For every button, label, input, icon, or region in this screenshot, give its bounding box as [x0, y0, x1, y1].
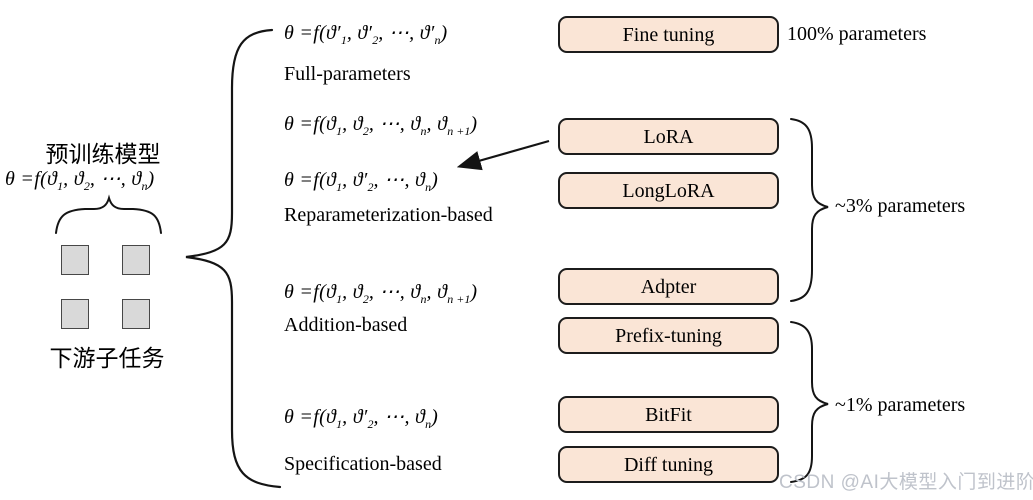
- downstream-tasks-label: 下游子任务: [49, 346, 165, 371]
- addition-formula: θ =f(ϑ1, ϑ2, ⋯, ϑn, ϑn +1): [284, 281, 478, 306]
- lora-to-formula-arrow: [456, 139, 550, 171]
- method-box-lora: LoRA: [558, 118, 779, 155]
- reparameterization-label: Reparameterization-based: [284, 204, 493, 226]
- pretrained-model-formula: θ =f(ϑ1, ϑ2, ⋯, ϑn): [5, 168, 155, 193]
- three-pct-annotation: ~3% parameters: [835, 195, 966, 217]
- pretrained-model-title: 预训练模型: [45, 142, 161, 167]
- reparameterization-formula-1: θ =f(ϑ1, ϑ2, ⋯, ϑn, ϑn +1): [284, 113, 478, 138]
- method-box-prefix-tuning: Prefix-tuning: [558, 317, 779, 354]
- big-category-brace: [185, 28, 282, 489]
- model-param-square: [61, 299, 89, 329]
- method-box-diff-tuning: Diff tuning: [558, 446, 779, 483]
- method-box-fine-tuning: Fine tuning: [558, 16, 779, 53]
- params-over-brace: [55, 194, 162, 234]
- full-parameters-formula: θ =f(ϑ′1, ϑ′2, ⋯, ϑ′n): [284, 22, 448, 47]
- full-parameters-label: Full-parameters: [284, 63, 411, 85]
- full-pct-annotation: 100% parameters: [787, 23, 927, 45]
- method-box-adapter: Adpter: [558, 268, 779, 305]
- model-param-square: [61, 245, 89, 275]
- brace-1pct-group: [790, 321, 829, 483]
- model-param-square: [122, 245, 150, 275]
- one-pct-annotation: ~1% parameters: [835, 394, 966, 416]
- csdn-watermark: CSDN @AI大模型入门到进阶: [779, 472, 1033, 493]
- specification-formula: θ =f(ϑ1, ϑ′2, ⋯, ϑn): [284, 406, 439, 431]
- reparameterization-formula-2: θ =f(ϑ1, ϑ′2, ⋯, ϑn): [284, 169, 439, 194]
- method-box-longlora: LongLoRA: [558, 172, 779, 209]
- brace-3pct-group: [790, 118, 829, 302]
- model-param-square: [122, 299, 150, 329]
- specification-label: Specification-based: [284, 453, 442, 475]
- method-box-bitfit: BitFit: [558, 396, 779, 433]
- addition-label: Addition-based: [284, 314, 408, 336]
